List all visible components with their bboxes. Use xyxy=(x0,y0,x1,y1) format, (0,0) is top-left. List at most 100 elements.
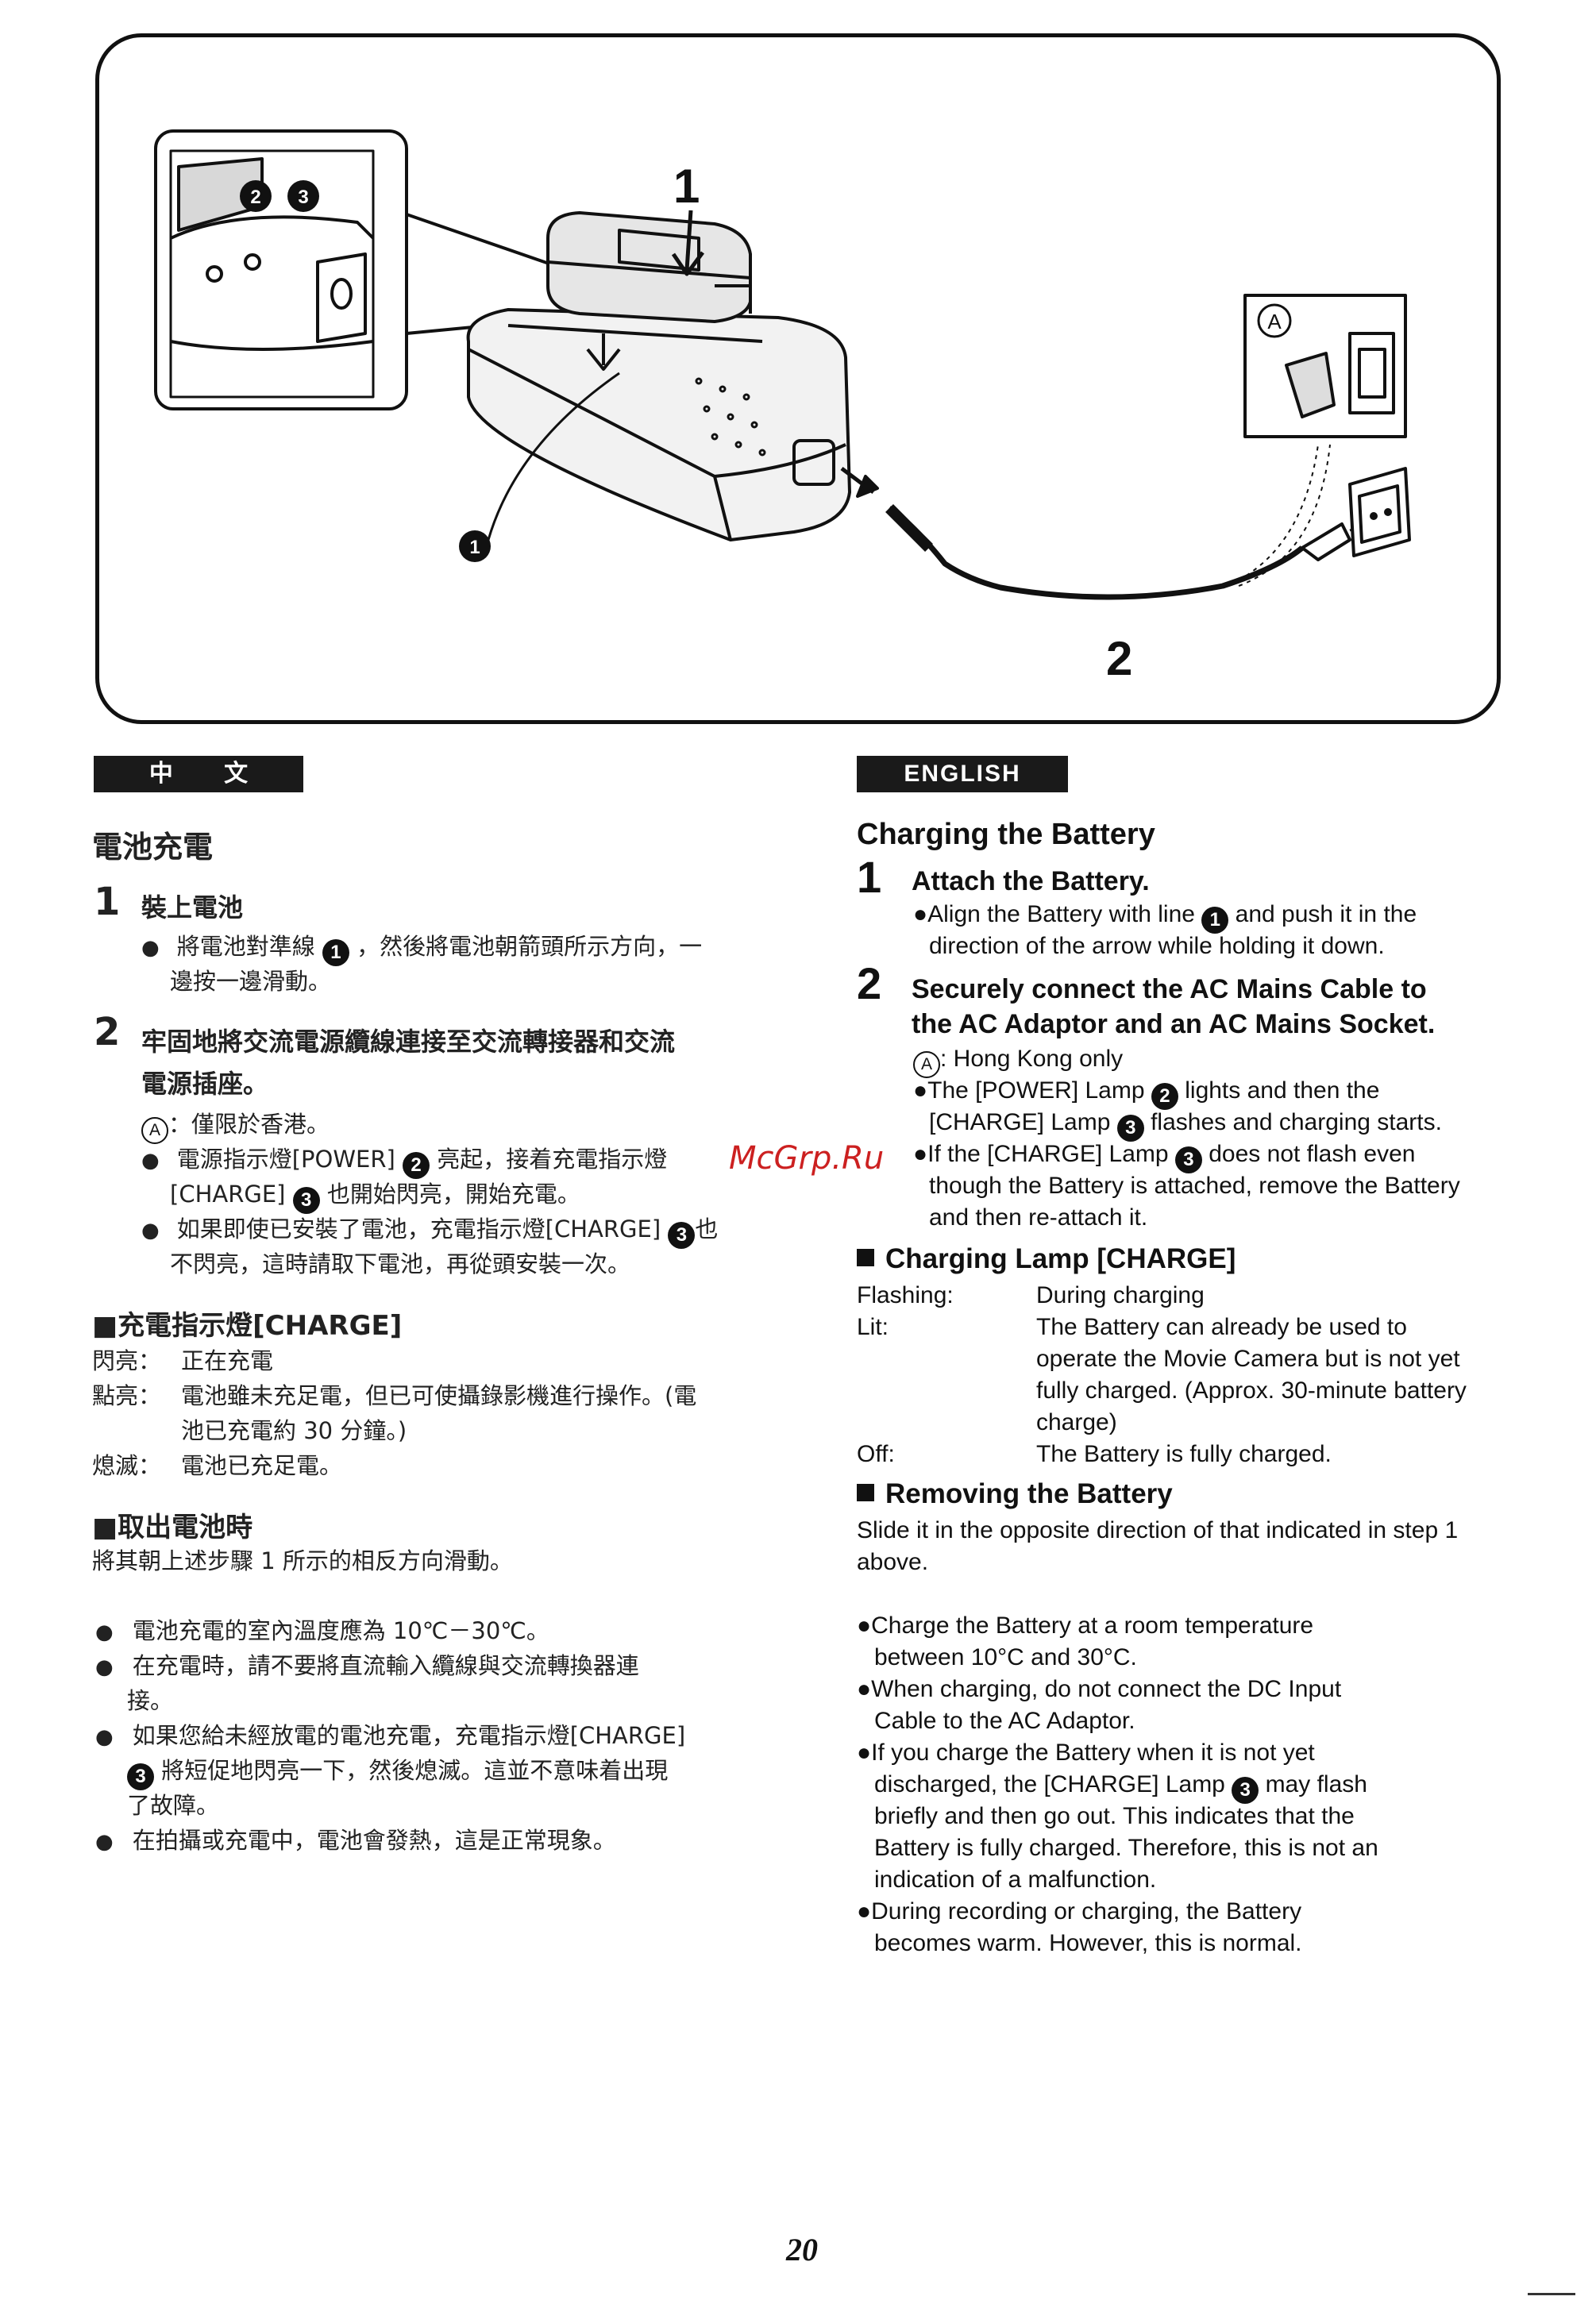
zh-note-1: ●電池充電的室內溫度應為 10℃－30℃。 xyxy=(95,1617,549,1644)
en-step1-heading: Attach the Battery. xyxy=(912,866,1150,896)
marker-2-icon: 2 xyxy=(403,1152,430,1179)
marker-3-icon: 3 xyxy=(1232,1777,1259,1804)
marker-3-icon: 3 xyxy=(1116,1115,1144,1142)
en-note-3-b: discharged, the [CHARGE] Lamp xyxy=(874,1771,1225,1797)
marker-3-icon: 3 xyxy=(292,1187,320,1214)
en-step2-heading-1: Securely connect the AC Mains Cable to xyxy=(912,974,1427,1004)
en-step2-bullet1-c: [CHARGE] Lamp xyxy=(929,1109,1111,1135)
en-lamp-lit-text-3: fully charged. (Approx. 30-minute batter… xyxy=(1036,1377,1467,1404)
marker-3-icon: 3 xyxy=(127,1763,154,1790)
zh-step2-bullet1-d: 也開始閃亮，開始充電。 xyxy=(326,1181,580,1208)
zh-step2-note-text: ：僅限於香港。 xyxy=(168,1111,330,1138)
en-note-4-a: ●During recording or charging, the Batte… xyxy=(857,1898,1302,1924)
callout-a: A xyxy=(1257,303,1292,338)
en-note-1-b: between 10°C and 30°C. xyxy=(874,1644,1137,1670)
zh-step2-bullet1-a: 電源指示燈[POWER] xyxy=(176,1146,395,1173)
en-note-3-a: ●If you charge the Battery when it is no… xyxy=(857,1740,1315,1766)
en-step1-bullet-b: and push it in the xyxy=(1235,901,1417,927)
callout-a-letter: A xyxy=(1267,310,1282,333)
en-note-2-b: Cable to the AC Adaptor. xyxy=(874,1708,1135,1734)
en-step2-note-text: : Hong Kong only xyxy=(940,1046,1124,1072)
en-note-4-b: becomes warm. However, this is normal. xyxy=(874,1930,1302,1956)
en-note-3-d: briefly and then go out. This indicates … xyxy=(874,1803,1355,1829)
en-title: Charging the Battery xyxy=(857,818,1155,851)
en-step1-bullet: ●Align the Battery with line 1 and push … xyxy=(913,899,1417,934)
en-step2-bullet1: ●The [POWER] Lamp 2 lights and then the xyxy=(913,1075,1379,1110)
en-step2-bullet2-d: and then re-attach it. xyxy=(929,1204,1148,1231)
zh-step2-heading-1: 牢固地將交流電源纜線連接至交流轉接器和交流 xyxy=(141,1027,676,1057)
zh-remove-text: 將其朝上述步驟 1 所示的相反方向滑動。 xyxy=(92,1547,513,1574)
figure-frame xyxy=(95,33,1501,724)
zh-step2-bullet2-c: 不閃亮，這時請取下電池，再從頭安裝一次。 xyxy=(170,1250,631,1277)
zh-step1-bullet-a: 將電池對準線 xyxy=(176,933,315,960)
en-lamp-lit-label: Lit: xyxy=(857,1314,889,1340)
charging-illustration: 1 2 A 1 2 3 xyxy=(154,129,1411,685)
ac-adaptor-body xyxy=(466,308,851,541)
marker-1-icon: 1 xyxy=(322,939,349,966)
arrow-slide xyxy=(586,333,621,371)
en-step2-bullet1-a: ●The [POWER] Lamp xyxy=(913,1077,1145,1104)
page-number: 20 xyxy=(786,2232,818,2267)
zh-step2-note: A：僅限於香港。 xyxy=(141,1107,330,1144)
en-step2-heading-2: the AC Adaptor and an AC Mains Socket. xyxy=(912,1009,1436,1039)
watermark: McGrp.Ru xyxy=(729,1140,885,1177)
ac-mains-cable xyxy=(840,467,1373,600)
en-lamp-lit-text-1: The Battery can already be used to xyxy=(1036,1314,1407,1340)
zh-lamp-lit-text-2: 池已充電約 30 分鐘。) xyxy=(181,1417,407,1444)
en-remove-heading: Removing the Battery xyxy=(857,1478,1173,1510)
en-step1-number: 1 xyxy=(857,852,882,902)
zh-note-3-b: 將短促地閃亮一下，然後熄滅。這並不意味着出現 xyxy=(161,1757,669,1784)
en-step1-bullet-c: direction of the arrow while holding it … xyxy=(929,933,1385,959)
zh-step1-heading: 裝上電池 xyxy=(141,892,244,923)
en-step2-bullet1-cont: [CHARGE] Lamp 3 flashes and charging sta… xyxy=(929,1107,1442,1142)
zh-lamp-heading: ■充電指示燈[CHARGE] xyxy=(92,1310,403,1342)
square-bullet-icon xyxy=(857,1249,874,1266)
zh-note-4-text: 在拍攝或充電中，電池會發熱，這是正常現象。 xyxy=(132,1827,616,1854)
en-remove-text-1: Slide it in the opposite direction of th… xyxy=(857,1517,1459,1543)
en-note-3-b-line: discharged, the [CHARGE] Lamp 3 may flas… xyxy=(874,1769,1367,1804)
en-step1-bullet-a: ●Align the Battery with line xyxy=(913,901,1195,927)
zh-note-3-c: 了故障。 xyxy=(127,1792,220,1819)
callout-a-icon: A xyxy=(913,1051,940,1078)
marker-1-icon: 1 xyxy=(1201,907,1229,934)
zh-note-4: ●在拍攝或充電中，電池會發熱，這是正常現象。 xyxy=(95,1827,616,1854)
marker-2-icon: 2 xyxy=(1151,1083,1178,1110)
inset-zoom-view xyxy=(154,129,408,410)
zh-note-1-text: 電池充電的室內溫度應為 10℃－30℃。 xyxy=(132,1617,549,1644)
en-step2-bullet1-b: lights and then the xyxy=(1185,1077,1380,1104)
lang-banner-english: ENGLISH xyxy=(857,756,1068,792)
zh-step2-bullet2-b: 也 xyxy=(695,1216,719,1243)
en-remove-heading-text: Removing the Battery xyxy=(885,1478,1173,1509)
zh-step2-number: 2 xyxy=(94,1010,121,1054)
en-step2-bullet2-b: does not flash even xyxy=(1209,1141,1416,1167)
zh-step2-bullet1-c: [CHARGE] xyxy=(170,1181,286,1208)
zh-note-2: ●在充電時，請不要將直流輸入纜線與交流轉換器連 xyxy=(95,1652,639,1679)
en-lamp-heading: Charging Lamp [CHARGE] xyxy=(857,1243,1236,1275)
zh-title: 電池充電 xyxy=(92,830,214,865)
battery-pack xyxy=(546,211,752,323)
zh-step1-bullet-c: 邊按一邊滑動。 xyxy=(170,968,332,995)
hk-cable xyxy=(1222,444,1319,588)
en-lamp-heading-text: Charging Lamp [CHARGE] xyxy=(885,1243,1236,1274)
zh-note-3: ●如果您給未經放電的電池充電，充電指示燈[CHARGE] xyxy=(95,1722,686,1749)
square-bullet-icon xyxy=(857,1484,874,1501)
zoom-connector-top xyxy=(406,213,557,268)
en-note-3-c: may flash xyxy=(1265,1771,1367,1797)
en-step2-bullet2-a: ●If the [CHARGE] Lamp xyxy=(913,1141,1169,1167)
zh-lamp-flash-label: 閃亮： xyxy=(92,1347,162,1374)
zh-note-3-b-line: 3 將短促地閃亮一下，然後熄滅。這並不意味着出現 xyxy=(127,1753,668,1790)
zh-step2-bullet1-b: 亮起，接着充電指示燈 xyxy=(437,1146,668,1173)
en-lamp-flash-label: Flashing: xyxy=(857,1282,954,1308)
en-note-3-e: Battery is fully charged. Therefore, thi… xyxy=(874,1835,1378,1861)
wall-socket xyxy=(1348,467,1411,557)
zh-note-2-b: 接。 xyxy=(127,1687,174,1714)
corner-rule xyxy=(1528,2293,1575,2295)
callout-2: 2 xyxy=(1106,632,1132,685)
en-note-3-f: indication of a malfunction. xyxy=(874,1867,1157,1893)
zh-step1-number: 1 xyxy=(94,880,121,924)
zh-lamp-off-label: 熄滅： xyxy=(92,1452,162,1479)
callout-1: 1 xyxy=(673,160,700,213)
callout-a-icon: A xyxy=(141,1117,168,1144)
en-lamp-lit-text-4: charge) xyxy=(1036,1409,1117,1435)
